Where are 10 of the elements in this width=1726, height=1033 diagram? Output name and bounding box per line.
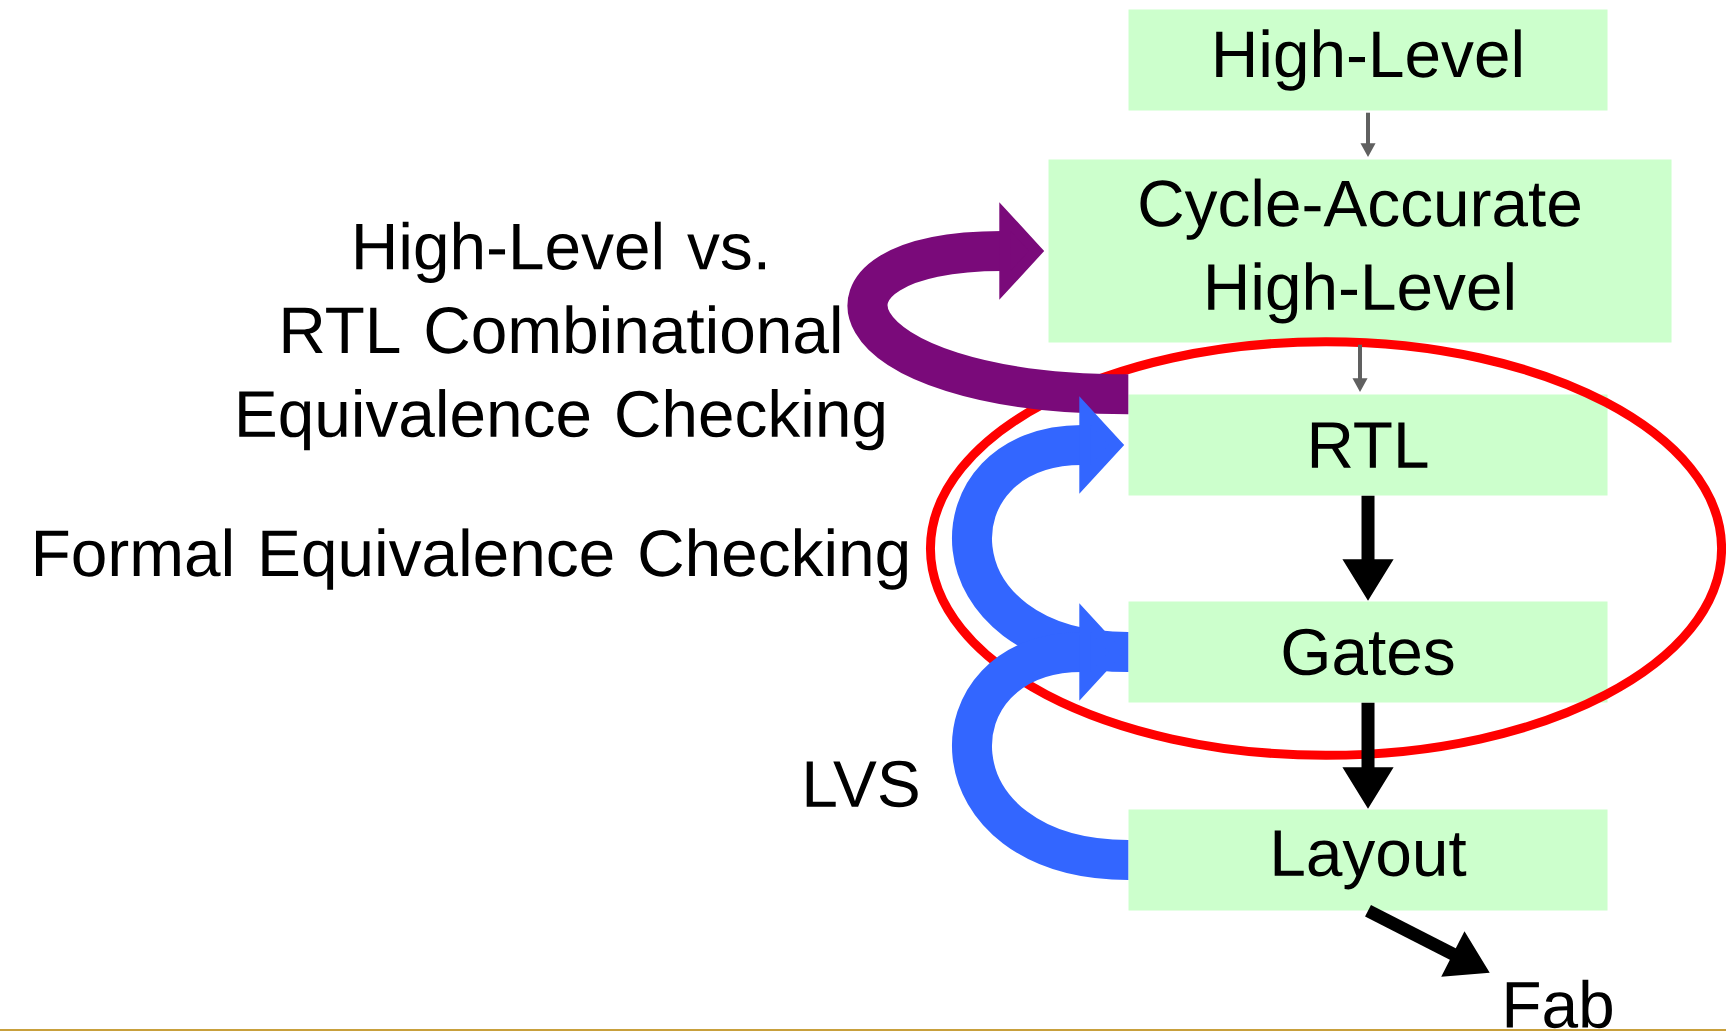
process-box: RTL [1128, 394, 1608, 496]
node-text: Fab [1506, 979, 1612, 1029]
edge-label: High-Level vs. RTL Combinational Equivalence Checking [239, 221, 884, 451]
edge-label: LVS [806, 760, 918, 808]
process-box: High-Level [1128, 9, 1608, 111]
highlight-ellipse [925, 337, 1726, 760]
process-box: Gates [1128, 601, 1608, 703]
process-box: Cycle-Accurate High-Level [1048, 159, 1672, 343]
edge-label: Formal Equivalence Checking [36, 528, 907, 590]
process-box: Layout [1128, 809, 1608, 911]
